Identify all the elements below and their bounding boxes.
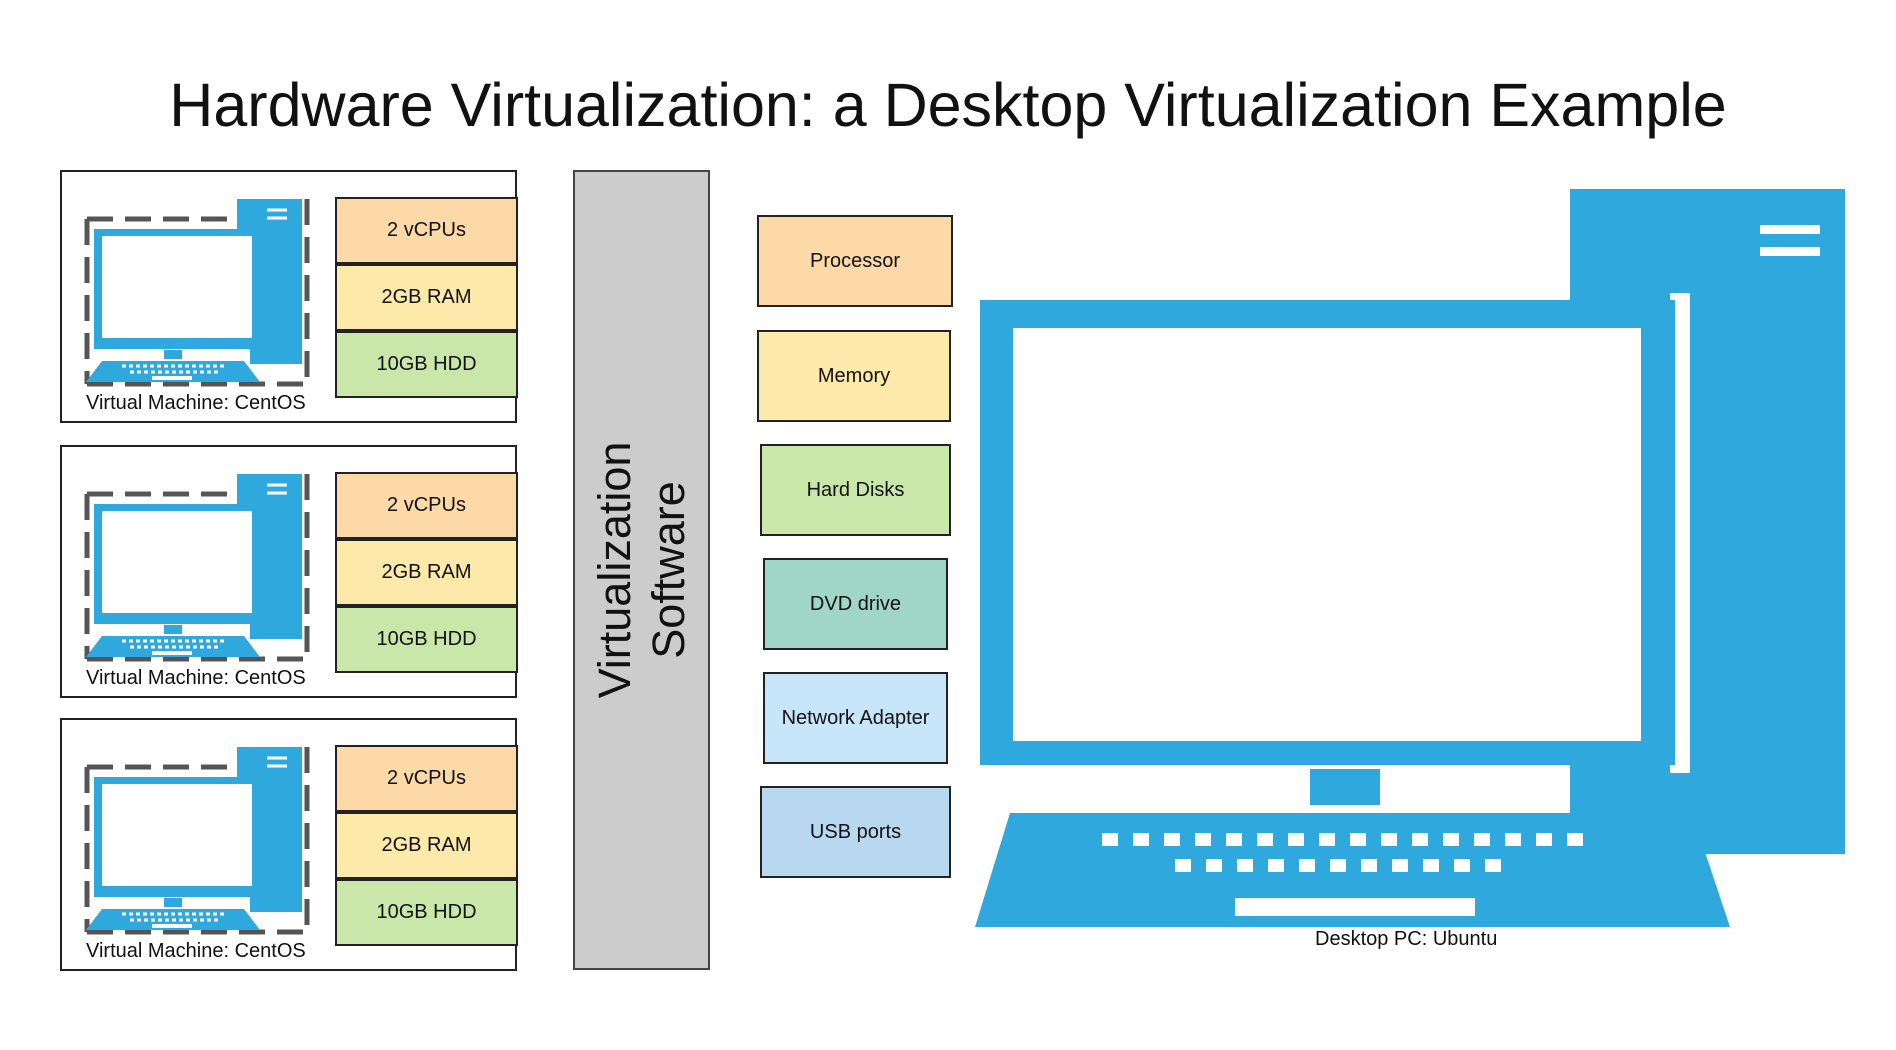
vm-ram-box: 2GB RAM xyxy=(335,264,518,331)
virtual-computer-icon xyxy=(84,199,310,387)
hardware-usb-ports: USB ports xyxy=(760,786,951,878)
vm-hdd-box: 10GB HDD xyxy=(335,606,518,673)
vm-label: Virtual Machine: CentOS xyxy=(86,940,306,962)
vm-ram-label: 2GB RAM xyxy=(381,834,472,856)
virtualization-software-label: Virtualization Software xyxy=(588,442,696,699)
hardware-label: DVD drive xyxy=(809,592,902,615)
hardware-label: Hard Disks xyxy=(806,478,905,501)
desktop-computer-icon xyxy=(975,189,1845,927)
page-title: Hardware Virtualization: a Desktop Virtu… xyxy=(169,71,1727,139)
virtual-computer-icon xyxy=(84,747,310,935)
vm-hdd-box: 10GB HDD xyxy=(335,879,518,946)
hardware-network-adapter: Network Adapter xyxy=(763,672,948,764)
vm-cpu-box: 2 vCPUs xyxy=(335,197,518,264)
vm-ram-label: 2GB RAM xyxy=(381,286,472,308)
hardware-label: Memory xyxy=(817,364,891,387)
hardware-label: Network Adapter xyxy=(781,706,930,729)
vm-cpu-box: 2 vCPUs xyxy=(335,472,518,539)
virtual-computer-icon xyxy=(84,474,310,662)
vm-cpu-label: 2 vCPUs xyxy=(387,219,466,241)
desktop-pc-label: Desktop PC: Ubuntu xyxy=(1315,928,1498,950)
vm-hdd-label: 10GB HDD xyxy=(376,901,477,923)
vm-cpu-label: 2 vCPUs xyxy=(387,494,466,516)
vm-ram-label: 2GB RAM xyxy=(381,561,472,583)
hardware-memory: Memory xyxy=(757,330,951,422)
vm-ram-box: 2GB RAM xyxy=(335,539,518,606)
vm-cpu-box: 2 vCPUs xyxy=(335,745,518,812)
hardware-hard-disks: Hard Disks xyxy=(760,444,951,536)
virtualization-software-line2: Software xyxy=(642,481,694,659)
vm-label: Virtual Machine: CentOS xyxy=(86,392,306,414)
vm-label: Virtual Machine: CentOS xyxy=(86,667,306,689)
hardware-dvd-drive: DVD drive xyxy=(763,558,948,650)
vm-box: Virtual Machine: CentOS 2 vCPUs 2GB RAM … xyxy=(60,170,518,423)
vm-cpu-label: 2 vCPUs xyxy=(387,767,466,789)
vm-box: Virtual Machine: CentOS 2 vCPUs 2GB RAM … xyxy=(60,718,518,971)
vm-ram-box: 2GB RAM xyxy=(335,812,518,879)
vm-hdd-label: 10GB HDD xyxy=(376,353,477,375)
hardware-processor: Processor xyxy=(757,215,953,307)
virtualization-software-line1: Virtualization xyxy=(588,441,640,699)
vm-box: Virtual Machine: CentOS 2 vCPUs 2GB RAM … xyxy=(60,445,518,698)
hardware-label: USB ports xyxy=(809,820,902,843)
vm-hdd-label: 10GB HDD xyxy=(376,628,477,650)
virtualization-software-layer: Virtualization Software xyxy=(573,170,710,970)
hardware-label: Processor xyxy=(809,249,901,272)
vm-hdd-box: 10GB HDD xyxy=(335,331,518,398)
